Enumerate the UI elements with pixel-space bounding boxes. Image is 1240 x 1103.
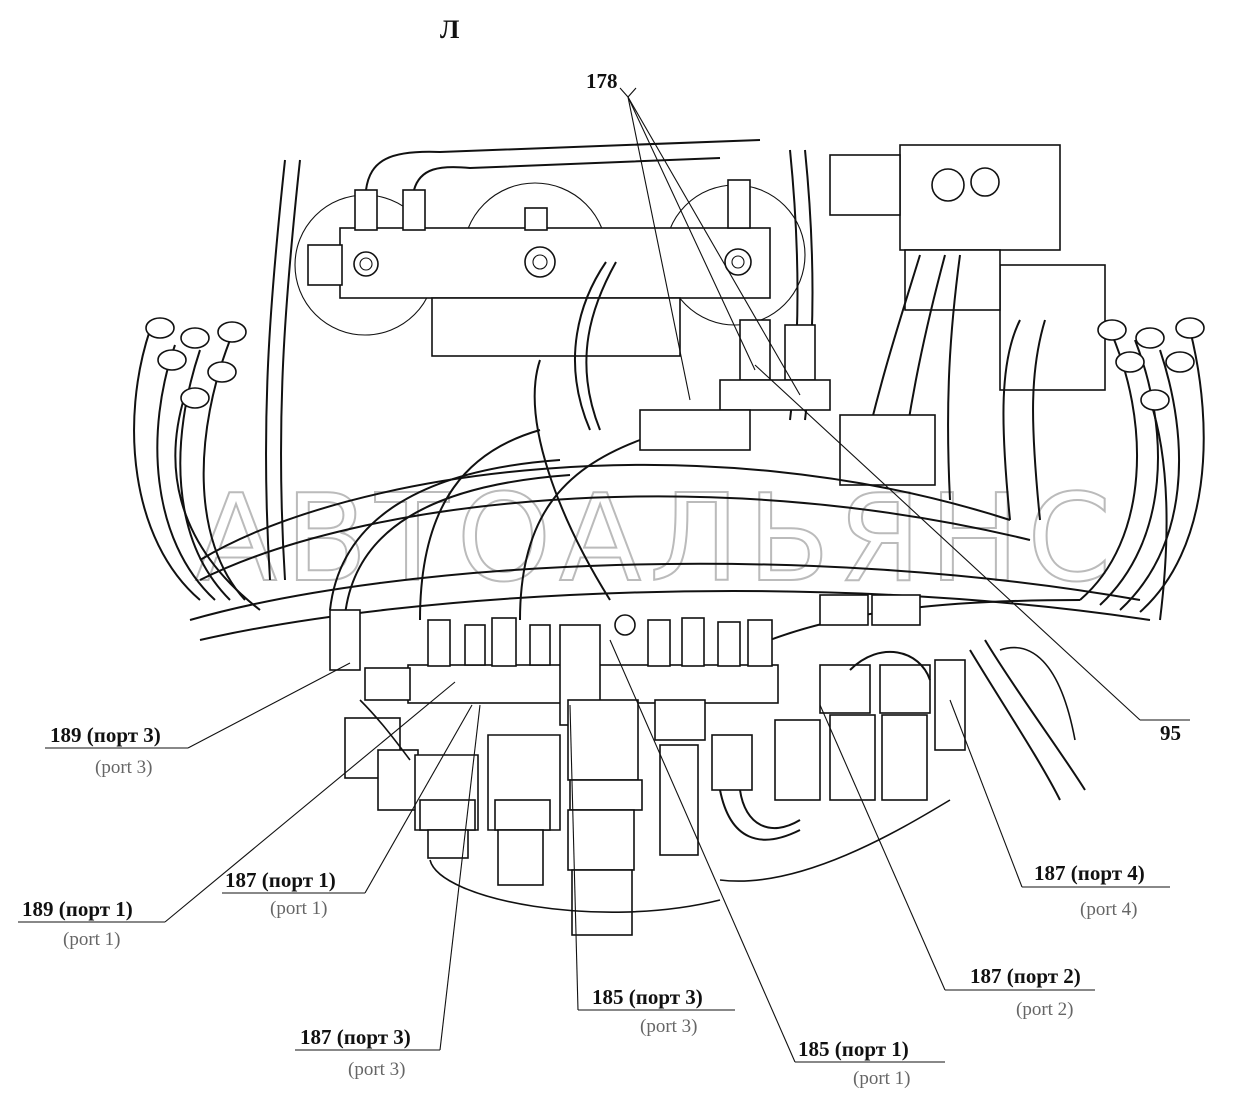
callout-187-port-4: 187 (порт 4) (port 4)	[1034, 861, 1145, 920]
callout-187-port-1: 187 (порт 1) (port 1)	[225, 868, 336, 919]
callout-label: 189 (порт 1)	[22, 897, 133, 921]
callout-187-port-3: 187 (порт 3) (port 3)	[300, 1025, 411, 1080]
callout-label: 178	[586, 69, 618, 93]
callout-translation: (port 2)	[1016, 999, 1074, 1020]
filter-manifold	[264, 139, 806, 581]
callout-translation: (port 3)	[95, 757, 153, 778]
watermark: АВТОАЛЬЯНС	[195, 470, 1119, 609]
callout-189-port-3: 189 (порт 3) (port 3)	[50, 723, 161, 778]
callout-185-port-3: 185 (порт 3) (port 3)	[592, 985, 703, 1037]
distributor-manifold	[329, 594, 1086, 936]
callout-translation: (port 1)	[63, 929, 121, 950]
callout-label: 185 (порт 1)	[798, 1037, 909, 1061]
callout-185-port-1: 185 (порт 1) (port 1)	[798, 1037, 911, 1089]
callout-label: 187 (порт 2)	[970, 964, 1081, 988]
callout-label: 185 (порт 3)	[592, 985, 703, 1009]
callout-label: 187 (порт 4)	[1034, 861, 1145, 885]
callout-178: 178	[586, 69, 618, 93]
callout-189-port-1: 189 (порт 1) (port 1)	[22, 897, 133, 950]
callout-label: 95	[1160, 721, 1181, 745]
leader-lines	[18, 87, 1190, 1063]
right-hose-bundle	[1079, 317, 1205, 621]
callout-95: 95	[1160, 721, 1181, 745]
callout-translation: (port 1)	[270, 898, 328, 919]
callout-translation: (port 4)	[1080, 899, 1138, 920]
callout-translation: (port 3)	[348, 1059, 406, 1080]
callout-translation: (port 3)	[640, 1016, 698, 1037]
callout-label: 187 (порт 3)	[300, 1025, 411, 1049]
callout-translation: (port 1)	[853, 1068, 911, 1089]
callout-label: 187 (порт 1)	[225, 868, 336, 892]
callout-187-port-2: 187 (порт 2) (port 2)	[970, 964, 1081, 1020]
callout-label: 189 (порт 3)	[50, 723, 161, 747]
view-label: Л	[440, 15, 459, 44]
control-valve-block	[789, 144, 1106, 521]
valve-178	[639, 319, 936, 486]
